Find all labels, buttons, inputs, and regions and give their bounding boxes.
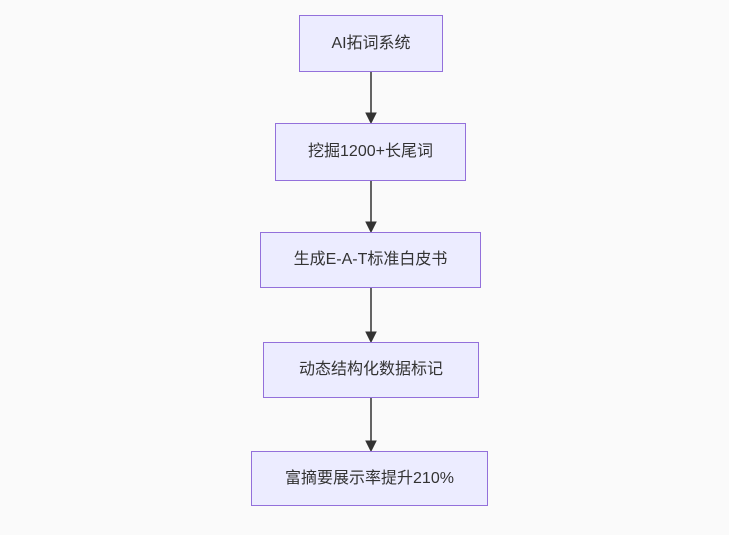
flow-arrow-4: [365, 398, 377, 453]
flow-node-rich-snippet-rate-increase: 富摘要展示率提升210%: [251, 451, 488, 506]
flow-node-mine-longtail-keywords: 挖掘1200+长尾词: [275, 123, 466, 181]
flow-node-dynamic-structured-data-markup: 动态结构化数据标记: [263, 342, 479, 398]
flow-arrow-1: [365, 72, 377, 125]
flow-node-label: AI拓词系统: [331, 34, 411, 52]
flow-node-generate-eat-whitepaper: 生成E-A-T标准白皮书: [260, 232, 481, 288]
flow-node-ai-word-expansion-system: AI拓词系统: [299, 15, 443, 72]
flow-node-label: 生成E-A-T标准白皮书: [293, 251, 448, 269]
flow-node-label: 富摘要展示率提升210%: [285, 469, 454, 487]
flow-node-label: 挖掘1200+长尾词: [308, 143, 433, 161]
flow-node-label: 动态结构化数据标记: [298, 361, 443, 379]
flow-arrow-3: [365, 288, 377, 344]
flow-arrow-2: [365, 181, 377, 234]
